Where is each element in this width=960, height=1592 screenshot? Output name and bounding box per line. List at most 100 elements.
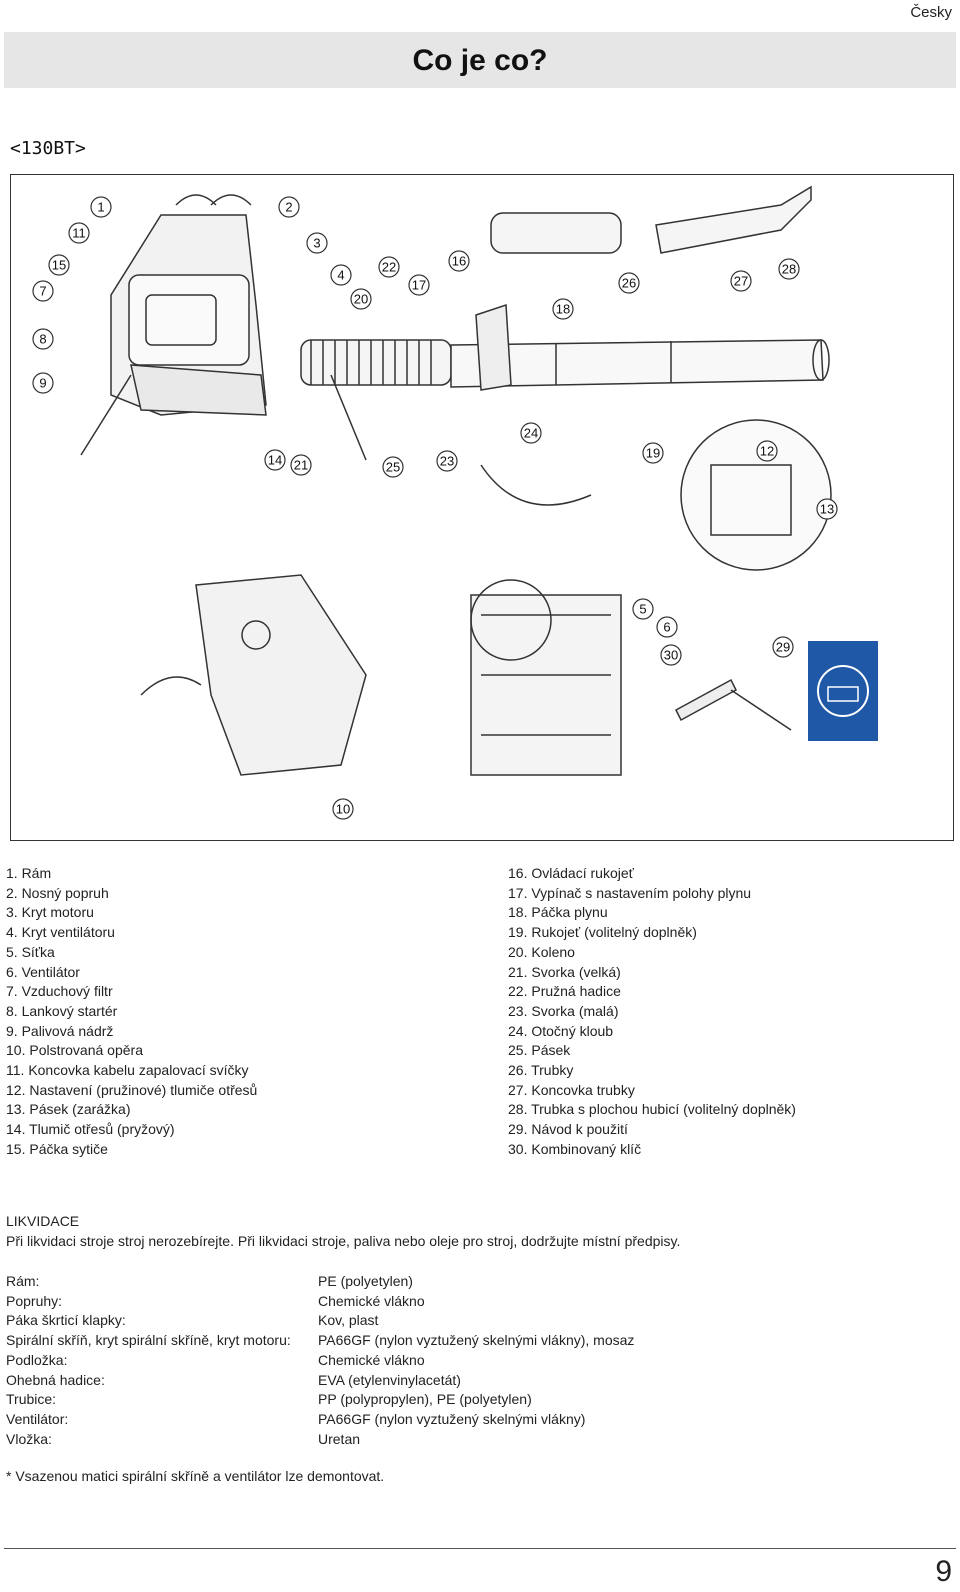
svg-text:21: 21 — [294, 458, 308, 473]
svg-text:8: 8 — [39, 332, 46, 347]
part-item: 23. Svorka (malá) — [508, 1002, 619, 1019]
part-item: 9. Palivová nádrž — [6, 1022, 114, 1039]
material-row: Popruhy:Chemické vlákno — [6, 1292, 634, 1312]
manual-drawing — [808, 641, 878, 741]
part-item: 26. Trubky — [508, 1062, 574, 1079]
material-value: Chemické vlákno — [318, 1351, 425, 1368]
callout-17: 17 — [408, 274, 430, 296]
material-part: Spirální skříň, kryt spirální skříně, kr… — [6, 1332, 291, 1349]
material-value: PA66GF (nylon vyztužený skelnými vlákny) — [318, 1410, 586, 1427]
svg-text:1: 1 — [97, 200, 104, 215]
material-value: PA66GF (nylon vyztužený skelnými vlákny)… — [318, 1332, 635, 1349]
part-item: 7. Vzduchový filtr — [6, 983, 113, 1000]
part-item: 22. Pružná hadice — [508, 983, 621, 1000]
svg-text:25: 25 — [386, 460, 400, 475]
part-item: 4. Kryt ventilátoru — [6, 924, 115, 941]
callout-13: 13 — [816, 498, 838, 520]
part-item: 15. Páčka sytiče — [6, 1140, 108, 1157]
svg-text:9: 9 — [39, 376, 46, 391]
part-item: 14. Tlumič otřesů (pryžový) — [6, 1121, 175, 1138]
svg-text:16: 16 — [452, 254, 466, 269]
svg-text:27: 27 — [734, 274, 748, 289]
part-item: 2. Nosný popruh — [6, 884, 109, 901]
divider — [4, 1548, 956, 1549]
title-bar: Co je co? — [4, 32, 956, 88]
part-item: 11. Koncovka kabelu zapalovací svíčky — [6, 1062, 249, 1079]
callout-22: 22 — [378, 256, 400, 278]
part-item: 6. Ventilátor — [6, 963, 80, 980]
disposal-text: Při likvidaci stroje stroj nerozebírejte… — [6, 1233, 681, 1249]
svg-text:23: 23 — [440, 454, 454, 469]
diagram-drawing: 1 2 3 4 5 6 7 8 9 10 11 12 13 14 15 16 1… — [32, 185, 878, 820]
callout-25: 25 — [382, 456, 404, 478]
part-item: 27. Koncovka trubky — [508, 1081, 635, 1098]
callout-19: 19 — [642, 442, 664, 464]
material-part: Trubice: — [6, 1391, 57, 1408]
material-row: Spirální skříň, kryt spirální skříně, kr… — [6, 1331, 634, 1351]
material-row: Ohebná hadice:EVA (etylenvinylacetát) — [6, 1371, 634, 1391]
model-label: <130BT> — [10, 138, 86, 159]
part-item: 16. Ovládací rukojeť — [508, 865, 634, 881]
part-item: 1. Rám — [6, 865, 52, 881]
material-value: Chemické vlákno — [318, 1292, 425, 1309]
combination-wrench-drawing — [675, 678, 792, 731]
svg-text:4: 4 — [337, 268, 344, 283]
part-item: 10. Polstrovaná opěra — [6, 1042, 143, 1059]
callout-14: 14 — [264, 449, 286, 471]
frame-rear-drawing — [140, 574, 367, 776]
callout-1: 1 — [90, 196, 112, 218]
callout-20: 20 — [350, 288, 372, 310]
callout-16: 16 — [448, 250, 470, 272]
blower-unit-drawing — [110, 194, 267, 416]
material-value: EVA (etylenvinylacetát) — [318, 1371, 461, 1388]
svg-text:12: 12 — [760, 444, 774, 459]
svg-text:5: 5 — [639, 602, 646, 617]
material-row: Ventilátor: PA66GF (nylon vyztužený skeln… — [6, 1410, 634, 1430]
part-item: 13. Pásek (zarážka) — [6, 1101, 131, 1118]
disposal-heading: LIKVIDACE — [6, 1213, 80, 1229]
svg-text:30: 30 — [664, 648, 678, 663]
callout-12: 12 — [756, 440, 778, 462]
part-item: 19. Rukojeť (volitelný doplněk) — [508, 924, 697, 941]
svg-text:10: 10 — [336, 802, 350, 817]
material-row: Vložka:Uretan — [6, 1430, 634, 1450]
tube-drawing — [450, 339, 830, 388]
callout-24: 24 — [520, 422, 542, 444]
svg-text:3: 3 — [313, 236, 320, 251]
svg-text:20: 20 — [354, 292, 368, 307]
material-value: Kov, plast — [318, 1312, 379, 1329]
callout-2: 2 — [278, 196, 300, 218]
callout-4: 4 — [330, 264, 352, 286]
callout-9: 9 — [32, 372, 54, 394]
svg-text:28: 28 — [782, 262, 796, 277]
parts-list-left: 1. Rám 2. Nosný popruh 3. Kryt motoru 4.… — [6, 864, 257, 1160]
callout-3: 3 — [306, 232, 328, 254]
callout-5: 5 — [632, 598, 654, 620]
page-number: 9 — [935, 1555, 952, 1588]
part-item: 17. Vypínač s nastavením polohy plynu — [508, 884, 752, 901]
svg-text:18: 18 — [556, 302, 570, 317]
svg-text:22: 22 — [382, 260, 396, 275]
callout-15: 15 — [48, 254, 70, 276]
part-item: 18. Páčka plynu — [508, 904, 608, 921]
part-item: 12. Nastavení (pružinové) tlumiče otřesů — [6, 1081, 258, 1098]
material-part: Páka škrticí klapky: — [6, 1312, 126, 1329]
material-part: Vložka: — [6, 1430, 52, 1447]
callout-7: 7 — [32, 280, 54, 302]
callout-27: 27 — [730, 270, 752, 292]
svg-text:24: 24 — [524, 426, 538, 441]
svg-text:17: 17 — [412, 278, 426, 293]
callout-29: 29 — [772, 636, 794, 658]
part-item: 5. Síťka — [6, 943, 55, 960]
svg-text:15: 15 — [52, 258, 66, 273]
material-row: Podložka:Chemické vlákno — [6, 1351, 634, 1371]
part-item: 29. Návod k použití — [508, 1121, 628, 1138]
callout-18: 18 — [552, 298, 574, 320]
materials-table: Rám:PE (polyetylen) Popruhy:Chemické vlá… — [6, 1272, 634, 1449]
part-item: 25. Pásek — [508, 1042, 571, 1059]
flexible-hose-drawing — [300, 339, 452, 386]
tube-nozzle-drawing — [490, 185, 812, 254]
material-part: Ventilátor: — [6, 1410, 69, 1427]
parts-list-right: 16. Ovládací rukojeť 17. Vypínač s nasta… — [508, 864, 796, 1160]
callout-23: 23 — [436, 450, 458, 472]
